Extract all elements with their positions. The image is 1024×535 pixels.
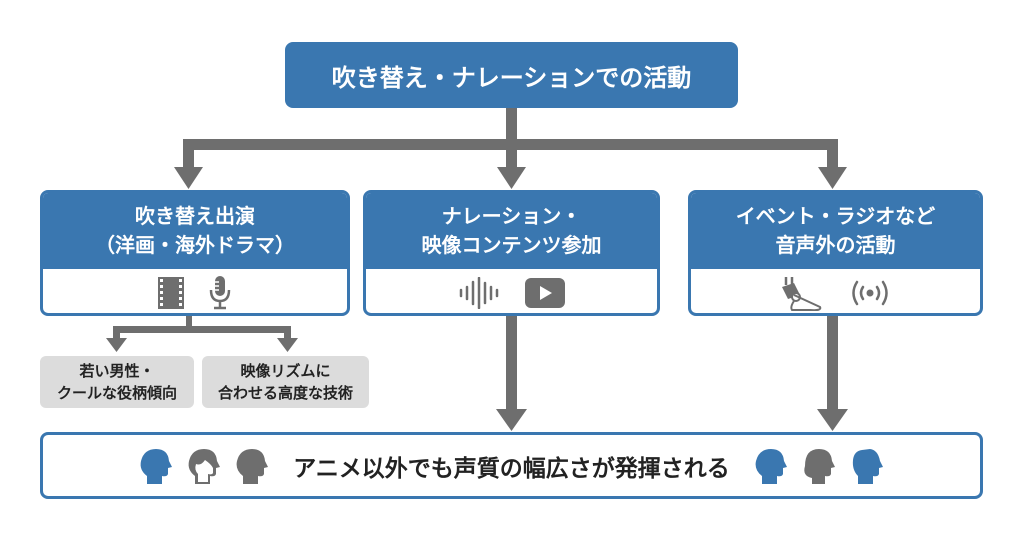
film-strip-icon [158, 276, 184, 309]
card-title-line1: イベント・ラジオなど [735, 204, 936, 228]
card-header: イベント・ラジオなど 音声外の活動 [691, 193, 980, 269]
card-narration: ナレーション・ 映像コンテンツ参加 [363, 190, 660, 316]
sub-box-role-tendency: 若い男性・ クールな役柄傾向 [40, 356, 194, 408]
connector-line [827, 316, 838, 412]
sub-box-line2: クールな役柄傾向 [56, 384, 177, 402]
sub-box-line1: 若い男性・ [79, 362, 155, 380]
connector-line [186, 316, 192, 329]
arrow-head [817, 409, 848, 431]
connector-line [113, 326, 291, 333]
head-profile-gray-icon [236, 448, 269, 484]
microphone-icon [209, 275, 231, 309]
connector-line [183, 139, 194, 169]
sound-wave-icon [459, 276, 498, 309]
connector-line [827, 139, 838, 169]
root-title: 吹き替え・ナレーションでの活動 [331, 63, 692, 92]
sub-box-technique: 映像リズムに 合わせる高度な技術 [202, 356, 369, 408]
connector-line [506, 316, 517, 412]
card-title-line2: 映像コンテンツ参加 [421, 233, 602, 257]
head-profile-outline-icon [188, 448, 221, 484]
connector-line [284, 326, 291, 340]
card-dubbing: 吹き替え出演 （洋画・海外ドラマ） [40, 190, 350, 316]
arrow-head [497, 167, 526, 189]
card-title-line2: （洋画・海外ドラマ） [95, 233, 295, 257]
card-header: 吹き替え出演 （洋画・海外ドラマ） [43, 193, 347, 269]
summary-text: アニメ以外でも声質の幅広さが発揮される [293, 455, 730, 482]
summary-box: アニメ以外でも声質の幅広さが発揮される [40, 432, 983, 499]
arrow-head [277, 338, 298, 352]
connector-line [506, 108, 517, 143]
sub-box-line1: 映像リズムに [240, 362, 331, 380]
card-title-line2: 音声外の活動 [775, 233, 896, 257]
arrow-head [818, 167, 847, 189]
arrow-head [496, 409, 527, 431]
arrow-head [174, 167, 203, 189]
connector-line [113, 326, 120, 340]
card-header: ナレーション・ 映像コンテンツ参加 [366, 193, 657, 269]
head-profile-gray-icon [804, 448, 835, 484]
card-events: イベント・ラジオなど 音声外の活動 [688, 190, 983, 316]
video-play-icon [524, 277, 565, 308]
arrow-head [106, 338, 127, 352]
card-title-line1: ナレーション・ [441, 204, 582, 228]
broadcast-icon [851, 280, 888, 305]
card-title-line1: 吹き替え出演 [135, 204, 255, 228]
head-profile-blue-icon [852, 448, 883, 484]
head-profile-blue-icon [755, 448, 787, 484]
sub-box-line2: 合わせる高度な技術 [217, 384, 353, 402]
root-node: 吹き替え・ナレーションでの活動 [285, 42, 738, 108]
spotlight-icon [781, 276, 821, 311]
connector-line [506, 139, 517, 169]
head-profile-blue-icon [140, 448, 173, 484]
